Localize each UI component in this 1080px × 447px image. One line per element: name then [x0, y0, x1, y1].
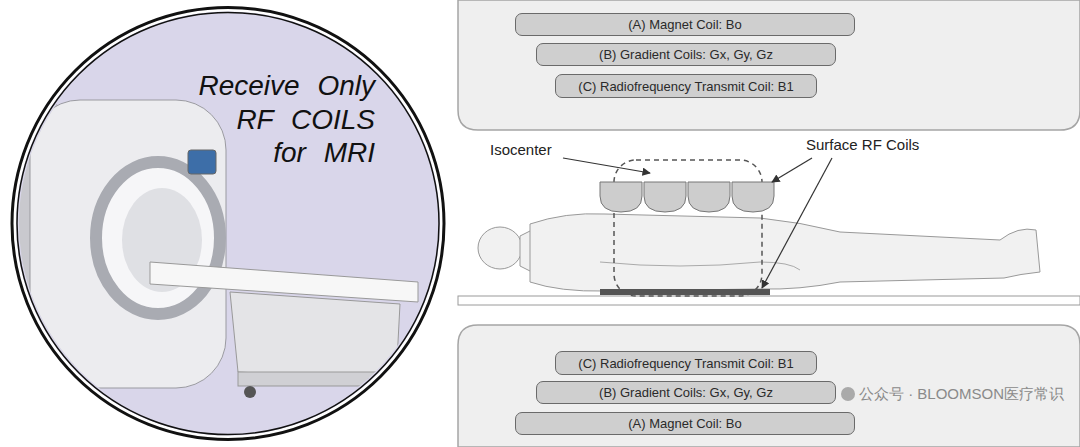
- posterior-coil: [600, 289, 770, 295]
- coil-element: [688, 182, 730, 212]
- band-label: (C) Radiofrequency Transmit Coil: B1: [578, 79, 793, 94]
- coil-element: [732, 182, 774, 212]
- bore: [96, 162, 220, 314]
- watermark: 公众号 · BLOOMSON医疗常识: [859, 385, 1064, 404]
- circle-ground: [16, 12, 440, 436]
- housing-top: [458, 0, 1080, 130]
- watermark-icon: [841, 387, 855, 401]
- body: [530, 214, 1040, 291]
- arm: [600, 262, 800, 270]
- display: [188, 150, 216, 174]
- coil-band: (B) Gradient Coils: Gx, Gy, Gz: [536, 381, 836, 404]
- circle-outline: [8, 3, 448, 444]
- outer-ring: [12, 8, 444, 440]
- band-label: (A) Magnet Coil: Bo: [628, 17, 741, 32]
- band-label: (C) Radiofrequency Transmit Coil: B1: [578, 356, 793, 371]
- coil-band: (C) Radiofrequency Transmit Coil: B1: [555, 351, 817, 375]
- patient-table: [458, 296, 1080, 305]
- leader-line: [563, 158, 650, 173]
- callout-label: Surface RF Coils: [806, 136, 919, 153]
- head: [478, 227, 522, 269]
- band-label: (A) Magnet Coil: Bo: [628, 416, 741, 431]
- inner-ring: [17, 13, 439, 435]
- circle-title: Receive Only RF COILS for MRI: [192, 69, 375, 170]
- leader-line: [772, 158, 812, 182]
- coil-element: [600, 182, 642, 212]
- coil-band: (B) Gradient Coils: Gx, Gy, Gz: [536, 43, 836, 66]
- band-label: (B) Gradient Coils: Gx, Gy, Gz: [599, 47, 773, 62]
- coil-element: [644, 182, 686, 212]
- coil-band: (A) Magnet Coil: Bo: [515, 13, 855, 36]
- callout-label: Isocenter: [490, 141, 552, 158]
- gantry: [30, 100, 226, 388]
- patient: [478, 214, 1040, 291]
- table-base: [230, 292, 400, 380]
- wheel: [379, 388, 391, 400]
- band-label: (B) Gradient Coils: Gx, Gy, Gz: [599, 385, 773, 400]
- leader-line: [762, 158, 832, 288]
- housing-bottom: [458, 325, 1080, 447]
- coil-band: (C) Radiofrequency Transmit Coil: B1: [555, 74, 817, 98]
- title-circle: Receive Only RF COILS for MRI: [8, 3, 448, 444]
- isocenter-region: [614, 160, 762, 296]
- coil-band: (A) Magnet Coil: Bo: [515, 412, 855, 435]
- surface-coils: [600, 182, 774, 295]
- wheel: [244, 386, 256, 398]
